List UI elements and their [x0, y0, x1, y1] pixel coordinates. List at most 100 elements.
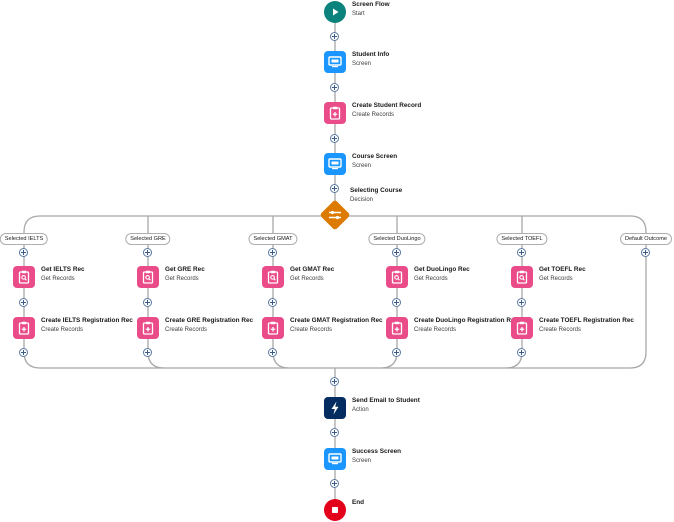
screen-icon [324, 448, 346, 470]
create-ielts-registration-node[interactable]: Create IELTS Registration Rec Create Rec… [13, 317, 133, 339]
add-element-button[interactable] [392, 248, 401, 257]
success-screen-node[interactable]: Success Screen Screen [324, 448, 401, 470]
create-gmat-registration-subtitle: Create Records [290, 327, 333, 333]
add-element-button[interactable] [330, 32, 339, 41]
add-element-button[interactable] [19, 298, 28, 307]
outcome-gmat[interactable]: Selected GMAT [248, 233, 298, 245]
send-email-subtitle: Action [352, 407, 369, 413]
add-element-button[interactable] [143, 248, 152, 257]
get-toefl-rec-title: Get TOEFL Rec [539, 266, 586, 273]
add-element-button[interactable] [330, 479, 339, 488]
add-element-button[interactable] [330, 184, 339, 193]
add-element-button[interactable] [268, 298, 277, 307]
play-icon [324, 1, 346, 23]
outcome-duolingo[interactable]: Selected DuoLingo [368, 233, 426, 245]
add-element-button[interactable] [392, 348, 401, 357]
end-node[interactable]: End [324, 499, 364, 521]
create-toefl-registration-node[interactable]: Create TOEFL Registration Rec Create Rec… [511, 317, 634, 339]
get-ielts-rec-subtitle: Get Records [41, 276, 75, 282]
decision-icon [319, 199, 351, 231]
create-toefl-registration-subtitle: Create Records [539, 327, 582, 333]
add-element-button[interactable] [330, 83, 339, 92]
start-node[interactable]: Screen Flow Start [324, 1, 390, 23]
create-student-record-node[interactable]: Create Student Record Create Records [324, 102, 421, 124]
outcome-gre[interactable]: Selected GRE [125, 233, 171, 245]
decision-title: Selecting Course [350, 187, 403, 194]
create-ielts-registration-subtitle: Create Records [41, 327, 84, 333]
add-element-button[interactable] [392, 298, 401, 307]
start-title: Screen Flow [352, 1, 390, 8]
create-records-icon [386, 317, 408, 339]
screen-icon [324, 153, 346, 175]
get-records-icon [137, 266, 159, 288]
add-element-button[interactable] [19, 348, 28, 357]
create-records-icon [511, 317, 533, 339]
add-element-button[interactable] [330, 428, 339, 437]
add-element-button[interactable] [641, 248, 650, 257]
get-ielts-rec-title: Get IELTS Rec [41, 266, 85, 273]
get-gmat-rec-title: Get GMAT Rec [290, 266, 335, 273]
create-gmat-registration-node[interactable]: Create GMAT Registration Rec Create Reco… [262, 317, 383, 339]
success-screen-subtitle: Screen [352, 458, 372, 464]
get-toefl-rec-subtitle: Get Records [539, 276, 573, 282]
success-screen-title: Success Screen [352, 448, 402, 455]
student-info-node[interactable]: Student Info Screen [324, 51, 389, 73]
create-gre-registration-subtitle: Create Records [165, 327, 208, 333]
get-gre-rec-node[interactable]: Get GRE Rec Get Records [137, 266, 205, 288]
create-duolingo-registration-node[interactable]: Create DuoLingo Registration Rec Create … [386, 317, 518, 339]
add-element-button[interactable] [517, 248, 526, 257]
get-records-icon [511, 266, 533, 288]
add-element-button[interactable] [517, 298, 526, 307]
lightning-icon [324, 397, 346, 419]
get-toefl-rec-node[interactable]: Get TOEFL Rec Get Records [511, 266, 586, 288]
create-student-record-subtitle: Create Records [352, 112, 395, 118]
add-element-button[interactable] [143, 348, 152, 357]
create-records-icon [262, 317, 284, 339]
get-duolingo-rec-node[interactable]: Get DuoLingo Rec Get Records [386, 266, 470, 288]
course-screen-subtitle: Screen [352, 163, 372, 169]
add-element-button[interactable] [330, 134, 339, 143]
create-gre-registration-title: Create GRE Registration Rec [165, 317, 254, 324]
course-screen-node[interactable]: Course Screen Screen [324, 153, 397, 175]
add-element-button[interactable] [143, 298, 152, 307]
add-element-button[interactable] [19, 248, 28, 257]
end-title: End [352, 499, 365, 506]
get-ielts-rec-node[interactable]: Get IELTS Rec Get Records [13, 266, 85, 288]
get-duolingo-rec-title: Get DuoLingo Rec [414, 266, 470, 273]
outcome-default[interactable]: Default Outcome [620, 233, 672, 245]
create-gre-registration-node[interactable]: Create GRE Registration Rec Create Recor… [137, 317, 253, 339]
get-gmat-rec-subtitle: Get Records [290, 276, 324, 282]
create-records-icon [137, 317, 159, 339]
student-info-subtitle: Screen [352, 61, 372, 67]
decision-subtitle: Decision [350, 197, 374, 203]
create-ielts-registration-title: Create IELTS Registration Rec [41, 317, 133, 324]
get-records-icon [262, 266, 284, 288]
add-element-button[interactable] [517, 348, 526, 357]
create-duolingo-registration-title: Create DuoLingo Registration Rec [414, 317, 519, 324]
decision-node[interactable] [319, 199, 351, 231]
add-element-button[interactable] [330, 377, 339, 386]
create-records-icon [13, 317, 35, 339]
add-element-button[interactable] [268, 348, 277, 357]
create-toefl-registration-title: Create TOEFL Registration Rec [539, 317, 634, 324]
stop-icon [324, 499, 346, 521]
create-student-record-title: Create Student Record [352, 102, 422, 109]
create-records-icon [324, 102, 346, 124]
get-gre-rec-title: Get GRE Rec [165, 266, 205, 273]
start-subtitle: Start [352, 11, 365, 17]
outcome-ielts[interactable]: Selected IELTS [0, 233, 49, 245]
get-gmat-rec-node[interactable]: Get GMAT Rec Get Records [262, 266, 334, 288]
decision-label: Selecting Course Decision [344, 187, 402, 204]
add-element-button[interactable] [268, 248, 277, 257]
create-duolingo-registration-subtitle: Create Records [414, 327, 457, 333]
get-gre-rec-subtitle: Get Records [165, 276, 199, 282]
student-info-title: Student Info [352, 51, 390, 58]
send-email-node[interactable]: Send Email to Student Action [324, 397, 420, 419]
get-records-icon [13, 266, 35, 288]
create-gmat-registration-title: Create GMAT Registration Rec [290, 317, 383, 324]
outcome-toefl[interactable]: Selected TOEFL [496, 233, 548, 245]
course-screen-title: Course Screen [352, 153, 398, 160]
screen-icon [324, 51, 346, 73]
